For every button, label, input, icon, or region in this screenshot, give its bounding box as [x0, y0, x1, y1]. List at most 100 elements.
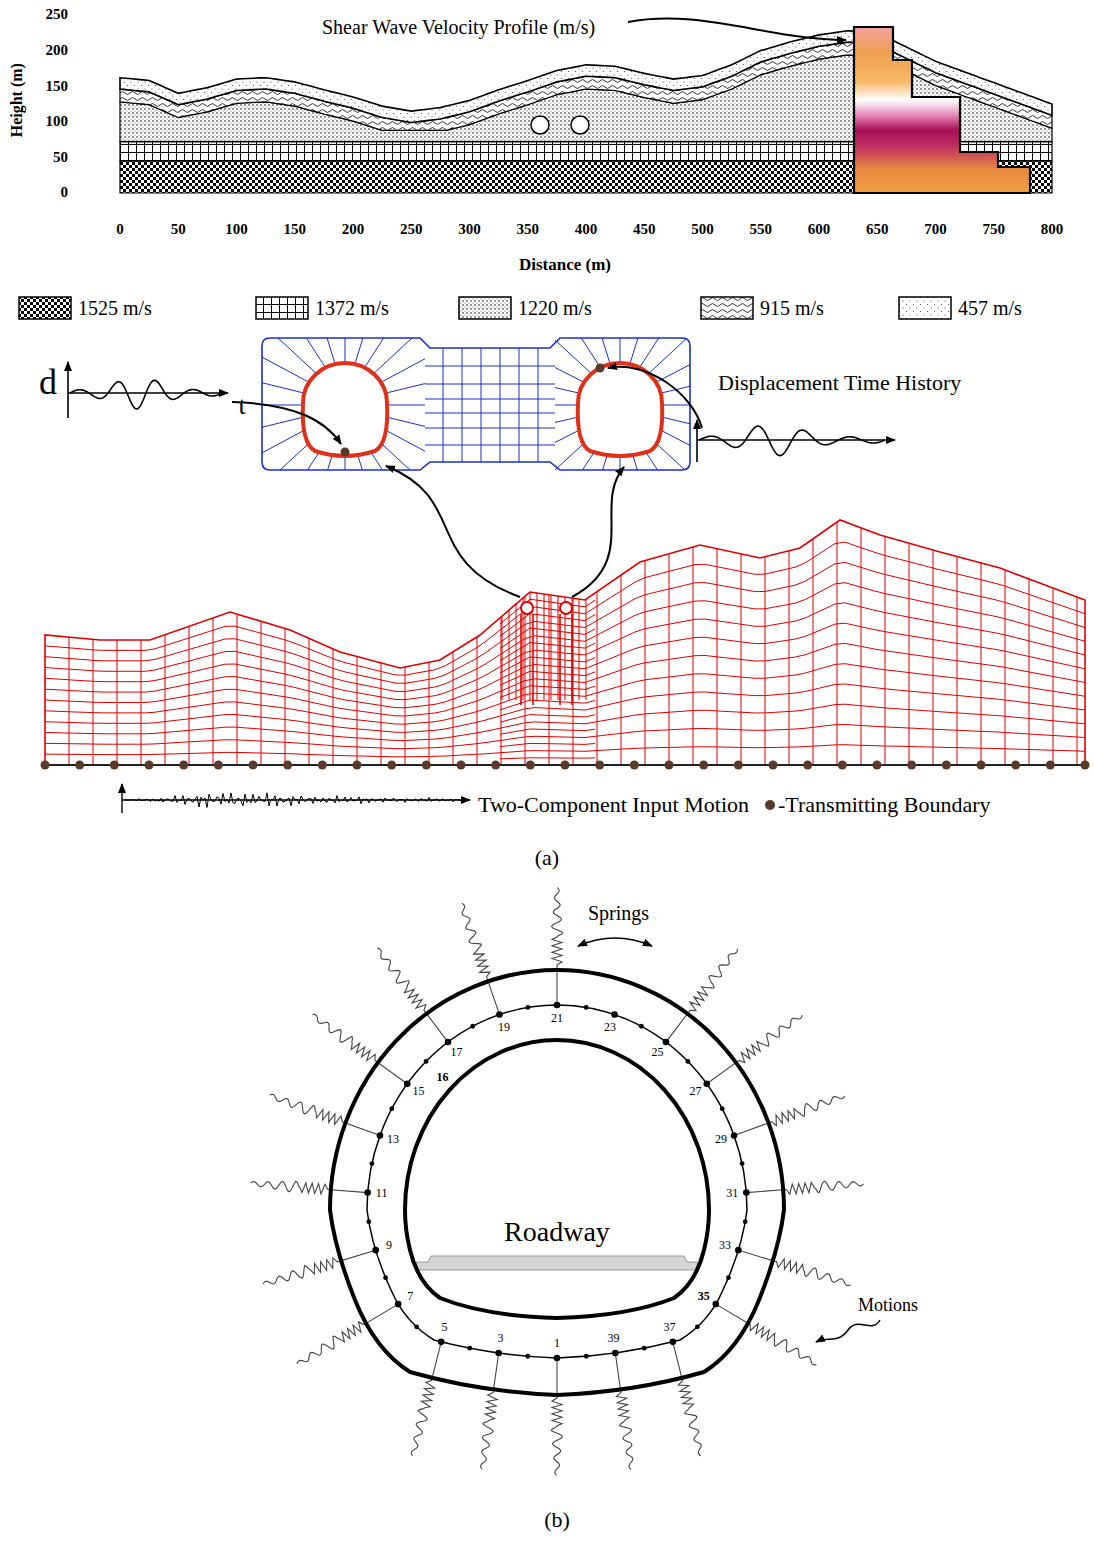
- legend-swatch-fill: [19, 297, 71, 319]
- drawing-line: [500, 657, 595, 673]
- boundary-dot: [41, 761, 50, 770]
- node-number: 17: [450, 1046, 462, 1060]
- drawing-line: [365, 338, 384, 367]
- drawing-line: [45, 745, 1085, 757]
- drawing-line: [532, 614, 534, 705]
- drawing-line: [640, 338, 659, 367]
- beam-node: [383, 1275, 388, 1280]
- drawing-line: [306, 338, 325, 367]
- node-number: 15: [413, 1085, 425, 1099]
- drawing-line: [384, 416, 425, 426]
- tunnel-symbol: [571, 116, 589, 134]
- beam-node: [366, 1219, 371, 1224]
- beam-node: [554, 1355, 561, 1362]
- beam-node: [395, 1301, 402, 1308]
- drawing-line: [425, 428, 555, 429]
- tick-label: 600: [808, 221, 831, 238]
- callout-text: Displacement Time History: [718, 370, 961, 395]
- tick-label: 100: [225, 221, 248, 238]
- velocity-profile: [854, 27, 1030, 193]
- leader-arrow: [608, 367, 702, 428]
- beam-node: [377, 1132, 384, 1139]
- callout-text: Two-Component Input Motion: [478, 792, 749, 817]
- beam-node: [369, 1161, 374, 1166]
- drawing-line: [278, 338, 317, 374]
- node-number: 3: [498, 1332, 504, 1346]
- time-history: [70, 380, 222, 409]
- tick-label: 150: [46, 78, 69, 95]
- boundary-dot: [907, 761, 916, 770]
- beam-node: [670, 1339, 677, 1346]
- legend-text: -Transmitting Boundary: [778, 792, 990, 817]
- beam-node: [726, 1275, 731, 1280]
- drawing-line: [502, 616, 503, 700]
- boundary-dot: [1011, 761, 1020, 770]
- legend-swatch-fill: [899, 297, 951, 319]
- boundary-dot: [145, 761, 154, 770]
- drawing-line: [262, 416, 306, 427]
- drawing-line: [500, 614, 595, 637]
- tick-label: 350: [517, 221, 540, 238]
- beam-node: [703, 1081, 710, 1088]
- beam-node: [720, 1106, 725, 1111]
- tick-label: 800: [1041, 221, 1064, 238]
- drawing-line: [586, 599, 587, 700]
- boundary-dot: [699, 761, 708, 770]
- drawing-line: [544, 594, 545, 700]
- legend-text: 915 m/s: [760, 297, 824, 320]
- drawing-line: [602, 338, 610, 362]
- spring-motion: [666, 949, 737, 1043]
- beam-node: [438, 1339, 445, 1346]
- drawing-line: [500, 758, 595, 759]
- tick-label: 50: [53, 149, 68, 166]
- soil-profile: [120, 27, 1052, 193]
- node-number: 19: [498, 1021, 510, 1035]
- drawing-line: [537, 593, 538, 700]
- spring-motion: [251, 1181, 368, 1194]
- spring-motion: [481, 1353, 499, 1469]
- beam-node: [496, 1011, 503, 1018]
- axis-symbol: d: [39, 362, 57, 403]
- axis-symbol: t: [238, 391, 245, 421]
- beam-node: [735, 1247, 742, 1254]
- drawing-line: [630, 338, 638, 362]
- callout-text: Motions: [858, 1295, 918, 1316]
- tunnel-hole: [521, 602, 533, 614]
- spring-motion: [673, 1342, 701, 1456]
- boundary-dot: [630, 761, 639, 770]
- tick-label: 650: [866, 221, 889, 238]
- boundary-dot: [283, 761, 292, 770]
- spring-motion: [746, 1181, 863, 1194]
- legend-swatch-fill: [459, 297, 511, 319]
- beam-node: [445, 1039, 452, 1046]
- legend-dot: [765, 800, 775, 810]
- panel-label: (a): [535, 845, 559, 870]
- beam-node: [695, 1324, 700, 1329]
- drawing-line: [581, 338, 600, 367]
- boundary-dot: [769, 761, 778, 770]
- axis-title: Distance (m): [519, 255, 611, 275]
- beam-node: [612, 1350, 619, 1357]
- beam-node: [525, 1354, 530, 1359]
- drawing-line: [327, 338, 335, 362]
- drawing-line: [425, 384, 555, 385]
- legend-swatch: [18, 296, 72, 320]
- drawing-line: [520, 614, 522, 705]
- drawing-line: [384, 384, 425, 394]
- mesh-boundary: [262, 338, 690, 470]
- drawing-line: [551, 595, 552, 700]
- boundary-dot: [1046, 761, 1055, 770]
- tick-label: 450: [633, 221, 656, 238]
- beam-node: [424, 1059, 429, 1064]
- beam-node: [364, 1189, 371, 1196]
- node-number: 35: [698, 1290, 710, 1304]
- boundary-dot: [318, 761, 327, 770]
- tunnel-hole: [560, 602, 572, 614]
- drawing-line: [45, 725, 1085, 749]
- legend-text: 1220 m/s: [518, 297, 592, 320]
- axis-arrow: [121, 784, 122, 813]
- tick-label: 0: [61, 184, 69, 201]
- drawing-line: [500, 686, 595, 698]
- spring-motion: [263, 1250, 376, 1284]
